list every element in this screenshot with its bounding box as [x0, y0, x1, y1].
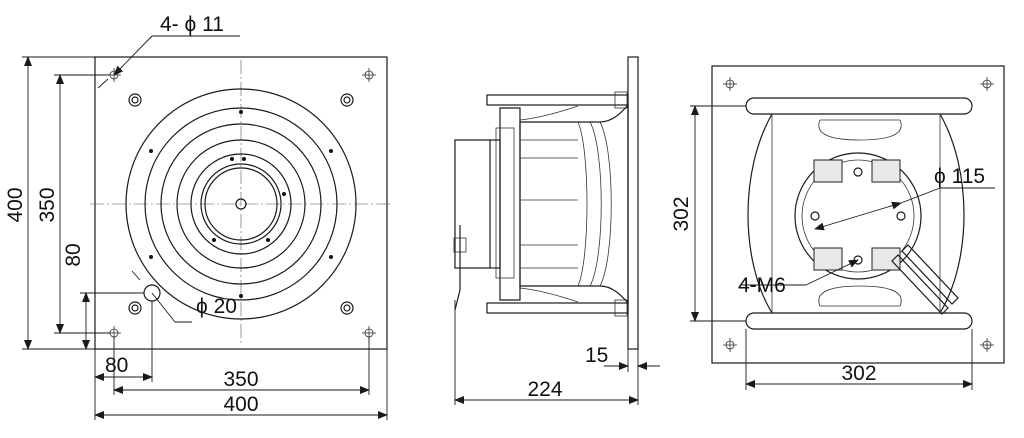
- front-view: 4- ϕ 11 400 350 80 80 350 400 ϕ 20: [4, 13, 392, 420]
- rear-terminal-2: [871, 159, 901, 183]
- front-hub-outer: [200, 163, 282, 245]
- label-rear-width: 302: [841, 362, 876, 385]
- label-rear-height: 302: [670, 196, 693, 231]
- front-ring-outer: [125, 88, 357, 320]
- front-ring-2: [144, 107, 338, 301]
- label-width-inner: 350: [223, 368, 258, 391]
- label-offset-horizontal: 80: [105, 354, 128, 377]
- label-thread-callout: 4-M6: [738, 274, 786, 297]
- rear-rail-bottom: [745, 312, 973, 330]
- front-ring-3: [160, 123, 322, 285]
- rear-housing-right: [939, 113, 965, 314]
- label-height-outer: 400: [4, 187, 27, 222]
- label-hole-callout: 4- ϕ 11: [160, 13, 224, 36]
- label-offset-vertical: 80: [62, 243, 85, 266]
- side-blades: [519, 105, 612, 303]
- phi20-leader: [151, 292, 176, 323]
- label-width-outer: 400: [223, 393, 258, 416]
- side-housing-back: [499, 107, 521, 301]
- m6-leader: [805, 259, 859, 286]
- rear-cable-2: [901, 244, 959, 305]
- side-motor: [454, 139, 501, 269]
- rear-plate-outline: [711, 65, 1005, 364]
- front-ring-bolts: [149, 110, 333, 298]
- rear-corner-holes: [723, 77, 994, 352]
- side-view: 15 224: [453, 56, 660, 405]
- front-hub-inner: [204, 167, 278, 241]
- rear-motor-outer: [794, 152, 922, 280]
- rear-motor-inner: [801, 159, 915, 273]
- front-ring-5: [190, 153, 292, 255]
- side-cable: [454, 225, 461, 311]
- label-height-inner: 350: [36, 187, 59, 222]
- rear-terminal-3: [813, 247, 843, 271]
- front-studs: [128, 93, 354, 315]
- front-plate-outline: [94, 56, 388, 350]
- label-center-hole: ϕ 20: [196, 295, 237, 318]
- rear-cable-1: [891, 254, 949, 315]
- label-flange-thickness: 15: [585, 344, 608, 367]
- label-depth: 224: [527, 378, 562, 401]
- rear-terminal-1: [813, 159, 843, 183]
- hole-leader: [113, 35, 153, 76]
- label-motor-diameter: ϕ 115: [934, 165, 985, 188]
- rear-view: 302 302 ϕ 115 4-M6: [670, 65, 1005, 390]
- front-ring-4: [176, 139, 306, 269]
- side-housing-body: [519, 103, 629, 305]
- rear-housing-left: [747, 113, 773, 314]
- dim-line-115: [814, 201, 902, 231]
- rear-terminal-4: [871, 247, 901, 271]
- rear-rail-top: [745, 97, 973, 115]
- side-rail-top: [486, 94, 629, 106]
- side-rail-bottom: [486, 302, 629, 314]
- side-flange: [627, 56, 639, 350]
- front-shaft: [235, 198, 247, 210]
